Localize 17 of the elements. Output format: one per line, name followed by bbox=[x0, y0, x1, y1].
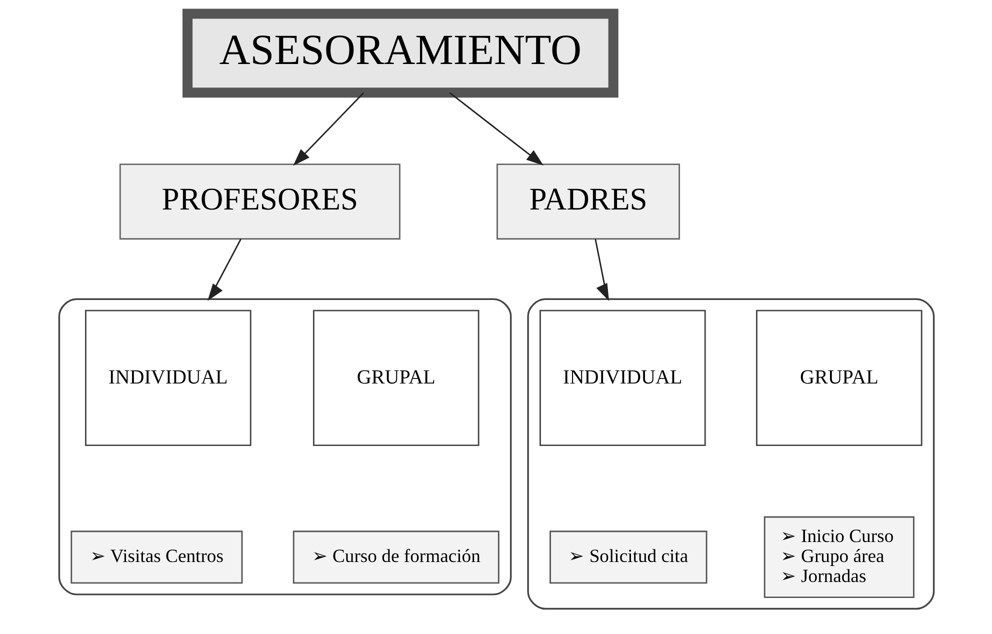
node-box: GRUPAL bbox=[312, 310, 479, 446]
node-box: PROFESORES bbox=[118, 164, 400, 240]
arrow bbox=[594, 238, 609, 302]
cluster bbox=[58, 298, 512, 596]
node-box: ➢ Solicitud cita bbox=[549, 530, 707, 584]
arrow bbox=[207, 238, 242, 301]
node-box: ➢ Inicio Curso ➢ Grupo área ➢ Jornadas bbox=[763, 516, 914, 598]
node-box: ASESORAMIENTO bbox=[182, 8, 618, 98]
node-box: ➢ Curso de formación bbox=[292, 530, 499, 584]
arrow bbox=[292, 92, 364, 166]
node-box: INDIVIDUAL bbox=[539, 310, 706, 446]
node-box: GRUPAL bbox=[756, 310, 922, 446]
cluster bbox=[526, 298, 934, 610]
node-box: INDIVIDUAL bbox=[84, 310, 251, 446]
arrow bbox=[448, 92, 544, 166]
node-box: PADRES bbox=[496, 164, 680, 240]
node-box: ➢ Visitas Centros bbox=[70, 530, 242, 584]
